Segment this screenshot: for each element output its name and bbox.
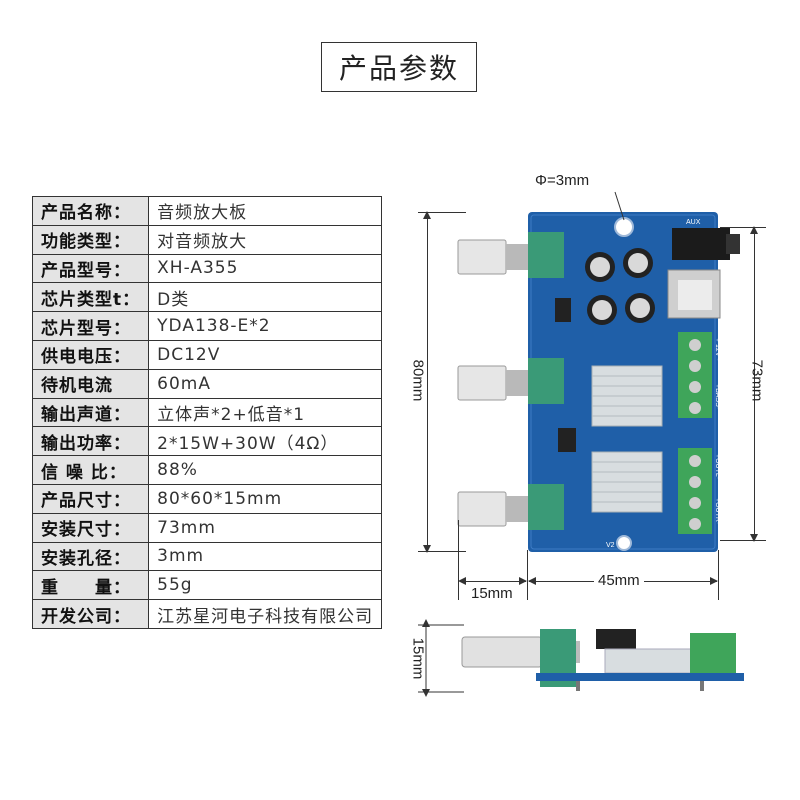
height-dim-line (427, 213, 428, 551)
spec-value: 55g (148, 570, 383, 601)
label-bass: +BASS- (714, 384, 721, 410)
board-side-view (418, 619, 744, 697)
label-outl: +OUTL- (714, 454, 721, 480)
capacitors (585, 248, 655, 325)
mount-hole-bottom (616, 535, 632, 551)
heatsink-2 (591, 451, 663, 513)
spec-value: DC12V (148, 339, 383, 370)
spec-row: 芯片型号：YDA138-E*2 (31, 311, 383, 341)
potentiometer-treble (457, 232, 564, 278)
spec-row: 重 量：55g (31, 570, 383, 601)
mount-dim-label: 73mm (748, 359, 766, 402)
mount-hole-top (614, 217, 634, 237)
spec-row: 供电电压：DC12V (31, 339, 383, 370)
spec-key: 待机电流 (31, 368, 150, 399)
label-v2: V2 (606, 542, 615, 549)
potentiometer-volume (457, 358, 564, 404)
spec-key: 安装尺寸： (31, 512, 150, 543)
spec-value: 2*15W+30W（4Ω） (148, 426, 383, 457)
potentiometer-bass (457, 484, 564, 530)
spec-row: 产品型号：XH-A355 (31, 253, 383, 284)
amp-chip-2 (558, 428, 576, 452)
spec-key: 芯片型号： (31, 311, 150, 341)
spec-key: 安装孔径： (31, 541, 150, 572)
page-title: 产品参数 (321, 42, 477, 92)
spec-value: 对音频放大 (148, 224, 383, 255)
spec-row: 开发公司：江苏星河电子科技有限公司 (31, 599, 383, 629)
spec-value: 60mA (148, 368, 383, 399)
spec-key: 输出功率： (31, 426, 150, 457)
board-top-view: AUX V2 + 12V - +BASS- +OUTL- +OUTR- (457, 191, 740, 552)
spec-row: 芯片类型t：D类 (31, 282, 383, 313)
spec-row: 产品尺寸：80*60*15mm (31, 483, 383, 514)
spec-key: 功能类型： (31, 224, 150, 255)
label-aux: AUX (686, 219, 701, 226)
spec-value: 江苏星河电子科技有限公司 (148, 599, 383, 629)
side-knob (461, 636, 543, 668)
label-power: + 12V - (714, 338, 721, 361)
spec-value: YDA138-E*2 (148, 311, 383, 341)
spec-key: 产品名称： (31, 196, 150, 226)
spec-key: 产品型号： (31, 253, 150, 284)
spec-row: 输出声道：立体声*2+低音*1 (31, 397, 383, 428)
spec-key: 信 噪 比： (31, 455, 150, 485)
spec-value: D类 (148, 282, 383, 313)
aux-jack (672, 228, 730, 260)
spec-row: 功能类型：对音频放大 (31, 224, 383, 255)
amp-chip-1 (555, 298, 571, 322)
spec-row: 产品名称：音频放大板 (31, 196, 383, 226)
spec-value: 立体声*2+低音*1 (148, 397, 383, 428)
spec-row: 安装孔径：3mm (31, 541, 383, 572)
spec-value: 88% (148, 455, 383, 485)
width-dim-label: 45mm (594, 572, 644, 589)
spec-value: 73mm (148, 512, 383, 543)
spec-value: 3mm (148, 541, 383, 572)
terminal-block-power (678, 332, 712, 418)
spec-value: 音频放大板 (148, 196, 383, 226)
label-outr: +OUTR- (714, 498, 721, 525)
spec-key: 开发公司： (31, 599, 150, 629)
terminal-block-output (678, 448, 712, 534)
mount-dim-line (754, 228, 755, 540)
spec-key: 重 量： (31, 570, 150, 601)
spec-row: 信 噪 比：88% (31, 455, 383, 485)
offset-dim-label: 15mm (471, 585, 513, 602)
spec-value: XH-A355 (148, 253, 383, 284)
spec-key: 输出声道： (31, 397, 150, 428)
heatsink-1 (591, 365, 663, 427)
side-pcb (536, 673, 744, 681)
spec-key: 芯片类型t： (31, 282, 150, 313)
spec-value: 80*60*15mm (148, 483, 383, 514)
thickness-dim-label: 15mm (409, 637, 427, 680)
spec-row: 安装尺寸：73mm (31, 512, 383, 543)
spec-key: 产品尺寸： (31, 483, 150, 514)
offset-dim-line (460, 581, 526, 582)
height-dim-label: 80mm (409, 359, 427, 402)
spec-row: 输出功率：2*15W+30W（4Ω） (31, 426, 383, 457)
spec-key: 供电电压： (31, 339, 150, 370)
hole-diameter-label: Φ=3mm (535, 172, 590, 189)
